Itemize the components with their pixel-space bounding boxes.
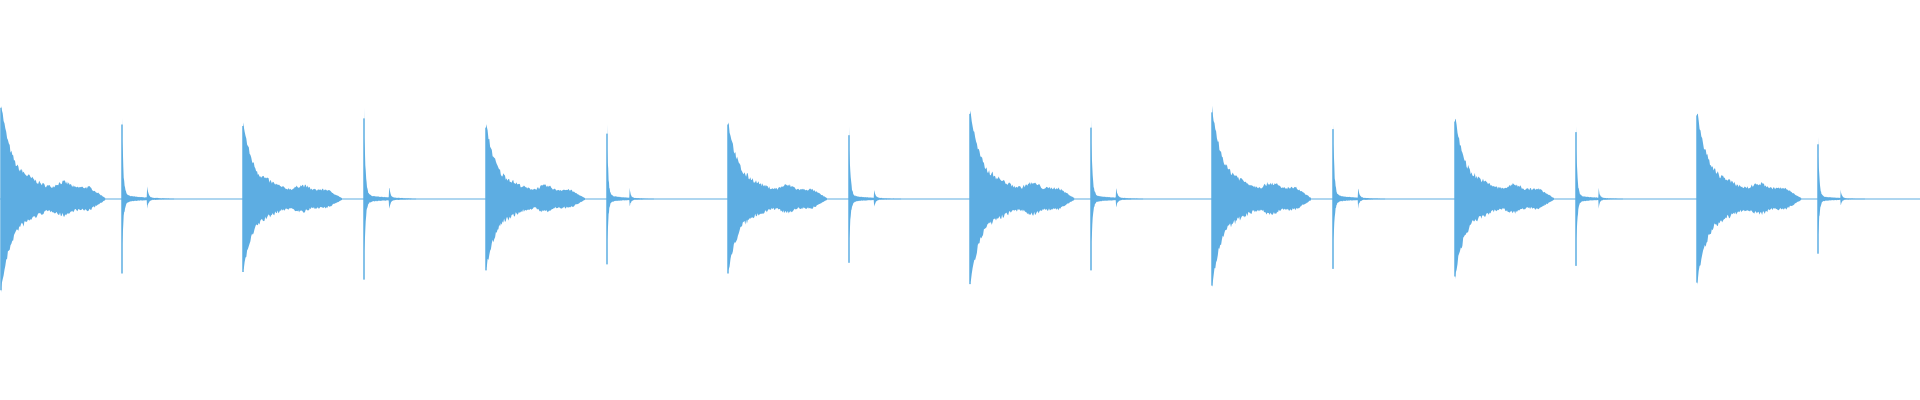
waveform-hit-3: [243, 122, 342, 272]
waveform-hit-8: [849, 126, 902, 253]
waveform-hit-1: [1, 106, 106, 293]
waveform-hit-11: [1212, 105, 1311, 288]
waveform-hit-13: [1455, 118, 1554, 280]
waveform-hit-6: [607, 124, 654, 256]
waveform-hit-9: [970, 110, 1075, 284]
waveform-hit-14: [1576, 126, 1623, 259]
waveform-hit-16: [1818, 137, 1865, 248]
waveform-hit-4: [364, 107, 417, 270]
waveform-hit-10: [1091, 119, 1144, 262]
waveform-hit-5: [486, 124, 585, 270]
waveform-hit-12: [1333, 124, 1386, 261]
waveform-hit-2: [122, 118, 175, 266]
waveform-hits: [0, 105, 1865, 293]
waveform-hit-15: [1697, 113, 1802, 285]
waveform-hit-7: [728, 122, 827, 273]
